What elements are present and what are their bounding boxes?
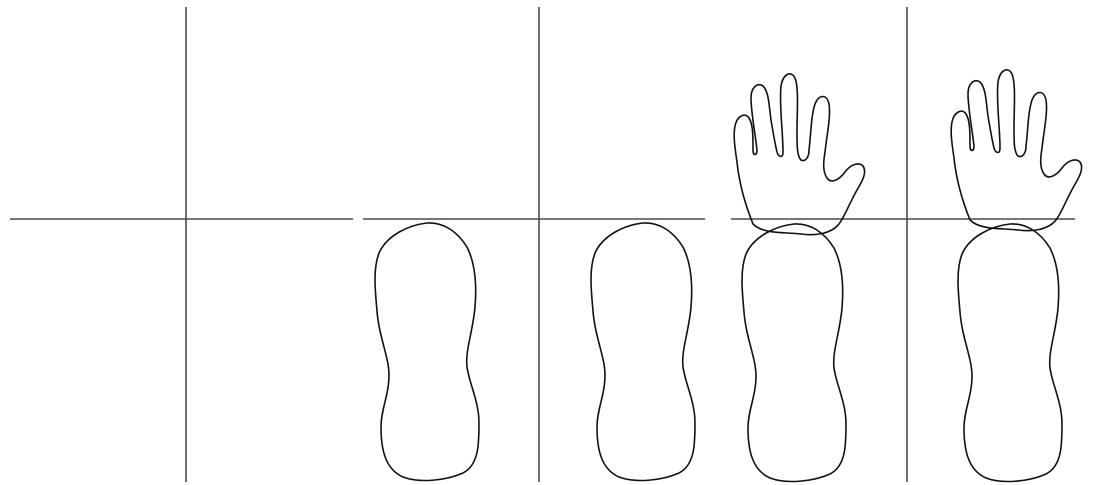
foot-print — [742, 224, 846, 482]
panel-4 — [731, 74, 907, 482]
foot-print — [958, 224, 1062, 482]
foot-print — [591, 223, 695, 481]
panel-1 — [10, 7, 353, 482]
panel-5 — [907, 7, 1082, 482]
hand-print — [951, 70, 1081, 231]
hand-print — [734, 74, 864, 235]
panel-2 — [363, 219, 540, 480]
foot-print — [375, 223, 479, 481]
panel-3 — [539, 7, 705, 482]
